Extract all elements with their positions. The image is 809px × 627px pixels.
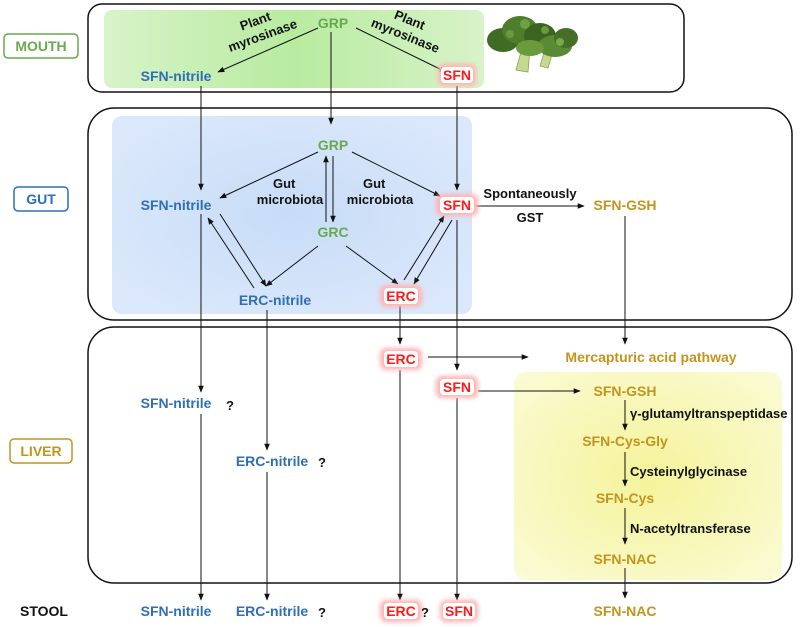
stool-zone-label: STOOL [20,603,68,619]
arrow-erc-to-sfn-gut [403,215,445,281]
liver-highlight [514,372,782,580]
arrow-grp-to-sfn-mouth [355,27,447,73]
grp-gut: GRP [318,137,348,153]
mouth-highlight [104,10,484,88]
arrows [198,27,628,601]
microbiota-label-right: Gut microbiota [347,176,414,207]
sfn-gsh-gut: SFN-GSH [594,197,657,213]
arrow-grc-to-erc [345,245,399,285]
erc-stool-question: ? [421,605,429,620]
sfn-mouth: SFN [443,67,471,83]
erc-nitrile-liver: ERC-nitrile [236,453,309,469]
liver-zone-box [9,438,73,464]
sfn-gut: SFN [443,197,471,213]
sfn-cys-liver: SFN-Cys [596,490,655,506]
microbiota-label-left: Gut microbiota [257,176,324,207]
sfn-liver: SFN [443,379,471,395]
sfn-nitrile-stool: SFN-nitrile [141,603,212,619]
arrow-sfn-nitrile-to-erc-nitrile [219,213,267,287]
grp-mouth: GRP [318,15,348,31]
erc-nitrile-gut: ERC-nitrile [239,292,312,308]
arrow-erc-nitrile-to-sfn-nitrile [207,217,255,289]
sfn-nac-stool: SFN-NAC [594,603,657,619]
sfn-stool: SFN [445,603,473,619]
erc-liver: ERC [386,351,416,367]
enzyme-cysteinylglycinase-label: Cysteinylglycinase [630,464,747,479]
mouth-zone-box [3,33,79,59]
gut-zone-label: GUT [26,191,56,207]
erc-stool: ERC [386,603,416,619]
spontaneously-label: Spontaneously [483,186,577,201]
arrow-grp-to-sfn-nitrile-gut [219,151,319,199]
erc-nitrile-stool-question: ? [318,605,326,620]
white-plates [384,67,475,619]
sfn-gsh-liver: SFN-GSH [594,383,657,399]
erc-nitrile-stool: ERC-nitrile [236,603,309,619]
arrow-grp-to-sfn-nitrile-mouth [217,27,319,73]
enzyme-nat-label: N-acetyltransferase [630,521,751,536]
erc-nitrile-liver-question: ? [318,455,326,470]
liver-zone-label: LIVER [20,443,61,459]
grc-gut: GRC [317,224,348,240]
erc-gut: ERC [386,288,416,304]
sfn-nitrile-liver-question: ? [226,398,234,413]
sfn-nitrile-liver: SFN-nitrile [141,395,212,411]
sfn-nitrile-gut: SFN-nitrile [141,197,212,213]
mercapturic-acid-pathway: Mercapturic acid pathway [565,349,736,365]
arrow-sfn-to-erc-gut [413,219,453,285]
arrow-grp-to-sfn-gut [351,151,441,197]
broccoli-icon [487,16,578,73]
mouth-zone-label: MOUTH [15,38,66,54]
gut-zone-box [13,186,69,212]
gst-label: GST [517,210,544,225]
gut-highlight [112,116,472,314]
arrow-grc-to-erc-nitrile [265,245,319,287]
enzyme-ggt-label: γ-glutamyltranspeptidase [630,406,788,421]
sfn-cys-gly-liver: SFN-Cys-Gly [582,433,668,449]
sfn-nac-liver: SFN-NAC [594,551,657,567]
sfn-nitrile-mouth: SFN-nitrile [141,68,212,84]
